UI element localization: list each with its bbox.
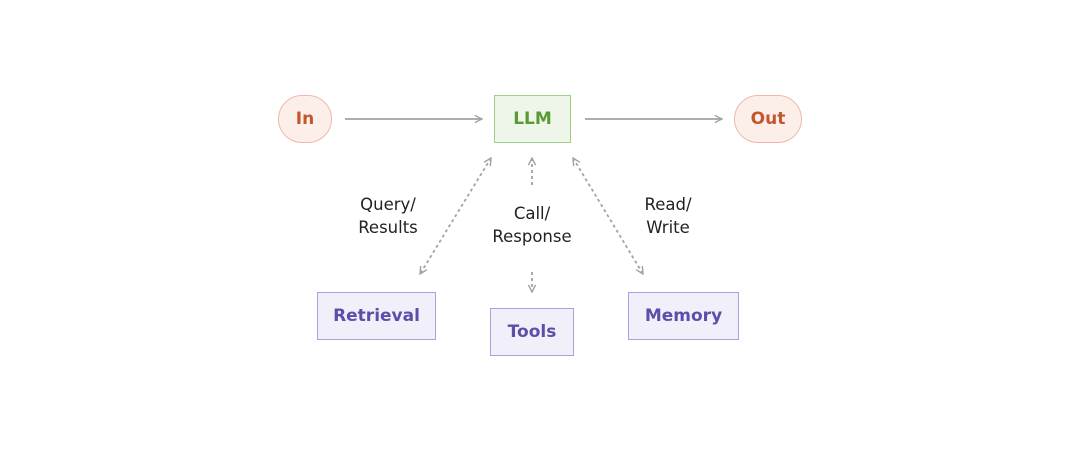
retrieval-node-label: Retrieval [333, 306, 420, 326]
llm-node-label: LLM [513, 109, 552, 129]
tools-edge-label: Call/ Response [481, 202, 583, 248]
retrieval-edge-label: Query/ Results [340, 193, 436, 239]
input-node: In [278, 95, 332, 143]
memory-edge-label: Read/ Write [626, 193, 710, 239]
retrieval-node: Retrieval [317, 292, 436, 340]
tools-node-label: Tools [507, 322, 557, 342]
tools-edge-label-line2: Response [492, 227, 572, 246]
memory-node-label: Memory [644, 306, 723, 326]
retrieval-edge-label-line2: Results [358, 218, 418, 237]
tools-node: Tools [490, 308, 574, 356]
llm-node: LLM [494, 95, 571, 143]
tools-edge-label-line1: Call/ [513, 204, 551, 223]
arrow-llm-memory [573, 158, 643, 274]
input-node-label: In [295, 109, 315, 129]
memory-edge-label-line2: Write [646, 218, 690, 237]
output-node: Out [734, 95, 802, 143]
memory-node: Memory [628, 292, 739, 340]
memory-edge-label-line1: Read/ [644, 195, 692, 214]
output-node-label: Out [750, 109, 786, 129]
retrieval-edge-label-line1: Query/ [360, 195, 416, 214]
tools-label-mask [523, 188, 541, 270]
arrow-llm-retrieval [420, 158, 491, 274]
